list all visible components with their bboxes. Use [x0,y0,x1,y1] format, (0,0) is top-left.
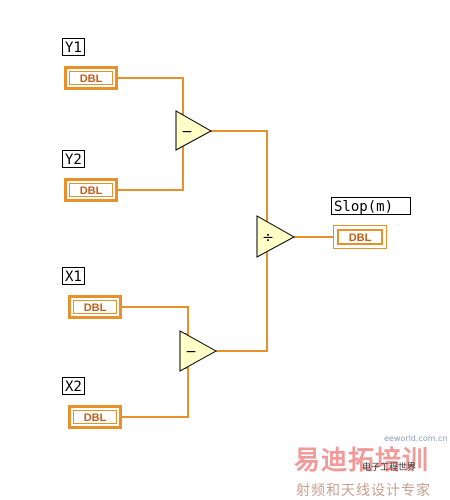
control-label-y1: Y1 [62,38,85,56]
wire-y1 [118,77,184,115]
dbl-type-y1: DBL [69,71,113,85]
dbl-type-x1: DBL [73,300,117,314]
subtract-node-x[interactable]: − [179,330,218,372]
watermark-brand: 易迪拓培训 [294,446,430,476]
control-terminal-x2[interactable]: DBL [68,405,122,429]
control-label-y2: Y2 [62,150,85,168]
wire-x1 [122,306,189,335]
indicator-label: Slop(m) [331,197,411,215]
indicator-terminal[interactable]: DBL [333,225,387,249]
control-terminal-y1[interactable]: DBL [64,66,118,90]
wire-dx [216,251,268,352]
wire-y2 [118,143,184,191]
dbl-type-indicator: DBL [337,229,383,245]
subtract-x-symbol: − [185,344,197,360]
watermark-tagline: 射频和天线设计专家 [296,483,431,499]
control-terminal-y2[interactable]: DBL [64,178,118,202]
dbl-type-y2: DBL [69,183,113,197]
wire-dy [210,130,268,223]
divide-node[interactable]: ÷ [256,215,296,258]
control-terminal-x1[interactable]: DBL [68,295,122,319]
dbl-type-x2: DBL [73,410,117,424]
subtract-y-symbol: − [181,124,193,140]
control-label-x2: X2 [62,377,85,395]
watermark-url: eeworld.com.cn [384,434,448,443]
subtract-node-y[interactable]: − [175,110,213,151]
wires [118,77,333,418]
watermark-sub: 电子工程世界 [362,463,417,473]
divide-symbol: ÷ [262,230,274,246]
control-label-x1: X1 [62,267,85,285]
watermark: eeworld.com.cn 易迪拓培训 电子工程世界 射频和天线设计专家 [294,434,450,499]
wire-x2 [122,367,189,418]
